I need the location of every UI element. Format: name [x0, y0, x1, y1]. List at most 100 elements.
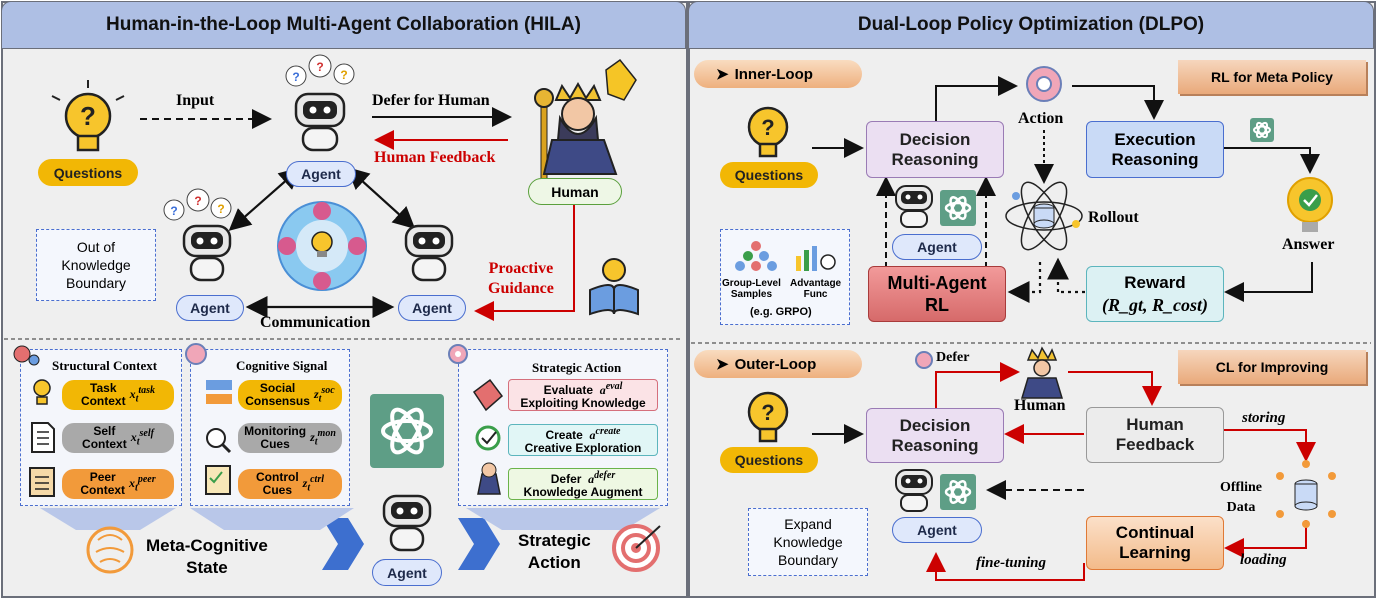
human-label-outer: Human [1014, 397, 1066, 414]
social-name: Social [259, 381, 296, 395]
offline-data-label: Offline Data [1220, 478, 1262, 518]
expand-line1: Expand [784, 516, 832, 532]
meta-line2: State [186, 558, 228, 577]
feedback-line2: Feedback [1115, 435, 1195, 454]
monitoring-math: ztmon [310, 428, 336, 448]
defer-name: Defer [550, 472, 582, 486]
questions-pill-outer: Questions [720, 447, 818, 473]
decision-outer-line2: Reasoning [891, 435, 979, 455]
adv-line1: Advantage [790, 278, 842, 289]
human-feedback-box: Human Feedback [1086, 407, 1224, 463]
cl-improving-ribbon: CL for Improving [1178, 350, 1366, 384]
agent-pill-right: Agent [398, 295, 466, 321]
defer-sub: Knowledge Augment [523, 485, 643, 499]
decision-outer-line1: Decision [899, 415, 971, 435]
expand-knowledge-callout: Expand Knowledge Boundary [748, 508, 868, 576]
openai-logo-icon-inner [940, 190, 976, 226]
chevron-right-icon: ➤ [716, 66, 729, 83]
svg-text:?: ? [170, 204, 177, 218]
self-math: xtself [130, 428, 154, 448]
continual-learning-box: Continual Learning [1086, 516, 1224, 570]
strategic-line1: Strategic [518, 531, 591, 550]
agent-pill-left: Agent [176, 295, 244, 321]
svg-text:?: ? [340, 68, 347, 82]
meta-line1: Meta-Cognitive [146, 536, 268, 555]
strategic-line2: Action [527, 553, 581, 572]
svg-text:?: ? [761, 400, 774, 425]
group-line2: Samples [730, 289, 773, 300]
agent-pill-bottom: Agent [372, 559, 442, 586]
finetuning-label: fine-tuning [976, 555, 1047, 571]
social-sub: Consensus [245, 394, 310, 408]
dlpo-title: Dual-Loop Policy Optimization (DLPO) [688, 1, 1374, 49]
openai-logo-icon [370, 394, 444, 468]
proactive-line1: Proactive [488, 260, 554, 277]
communication-label: Communication [260, 314, 371, 331]
ook-line1: Out of [76, 239, 116, 255]
marl-line2: RL [925, 295, 949, 315]
agent-pill-inner: Agent [892, 234, 982, 260]
peer-math: xtpeer [129, 474, 156, 494]
expand-line2: Knowledge [773, 534, 843, 550]
group-level-label: Group-Level Samples [722, 278, 781, 300]
proactive-guidance-label: Proactive Guidance [488, 259, 554, 299]
decision-line1: Decision [899, 129, 971, 149]
inner-loop-text: Inner-Loop [734, 65, 813, 83]
task-name: Task [90, 381, 117, 395]
decision-reasoning-inner: Decision Reasoning [866, 121, 1004, 178]
offline-line1: Offline [1220, 480, 1262, 495]
strategic-action-label: Strategic Action [518, 530, 591, 574]
continual-line2: Learning [1119, 543, 1191, 562]
create-sub: Creative Exploration [524, 441, 642, 455]
marl-line1: Multi-Agent [887, 273, 987, 293]
action-label: Action [1018, 110, 1064, 127]
svg-text:?: ? [292, 70, 299, 84]
execution-reasoning-box: Execution Reasoning [1086, 121, 1224, 178]
multi-agent-rl-box: Multi-Agent RL [868, 266, 1006, 322]
svg-text:?: ? [761, 115, 774, 140]
strategic-action-title: Strategic Action [532, 360, 622, 375]
answer-label: Answer [1282, 236, 1335, 253]
defer-label: Defer [936, 350, 970, 365]
execution-line2: Reasoning [1111, 149, 1199, 169]
control-sub: Cues [262, 483, 292, 497]
evaluate-sub: Exploiting Knowledge [520, 396, 646, 410]
outer-loop-text: Outer-Loop [734, 355, 817, 373]
task-math: xttask [129, 385, 156, 405]
agent-pill-top: Agent [286, 161, 356, 187]
self-name: Self [93, 424, 116, 438]
human-pill: Human [528, 178, 622, 205]
reward-formula: (R_gt, R_cost) [1102, 295, 1208, 315]
